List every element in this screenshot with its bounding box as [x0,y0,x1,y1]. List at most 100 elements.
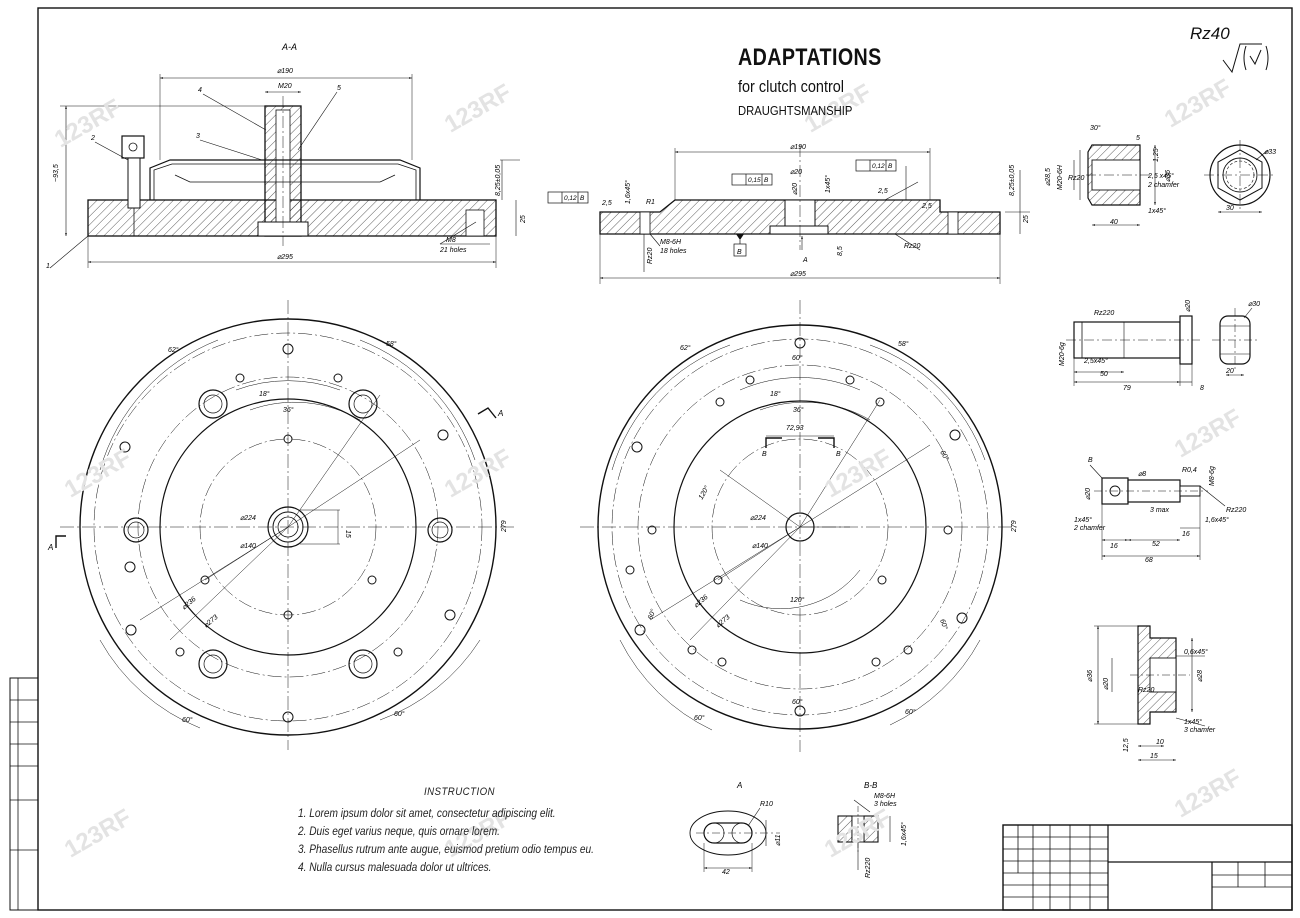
sheet-frame [9,7,1293,911]
pin-drawing [1089,464,1226,560]
tol-frame-2: 0,15 [748,177,761,184]
roughness-label: Rz40 [1190,24,1230,43]
cr-a60c: 60° [646,608,657,621]
dim-m20: M20 [278,83,292,90]
dim-h825: 8,25±0,05 [495,165,502,196]
dim-d20: ⌀20 [790,169,802,176]
cr-r279: 279 [1011,520,1018,533]
part-2: 2 [90,135,95,142]
bush-l15: 15 [1150,753,1158,760]
cl-a58: 58° [386,340,397,348]
cl-d140: ⌀140 [240,543,256,550]
cr-a60a: 60° [792,354,803,362]
tol-frame-1: 0,12 [564,195,577,202]
cl-a60b: 60° [394,710,405,718]
dim-s25b: 2,5 [877,188,888,195]
bush-drawing [1094,625,1206,761]
dim-m8: M8 [446,237,456,244]
pin-rz: Rz220 [1226,507,1246,514]
slot-view [689,807,780,872]
part-4: 4 [198,87,202,94]
bolt-l50: 50 [1100,371,1108,378]
bush-l125: 12,5 [1123,738,1130,752]
dim-rz20: Rz20 [647,248,654,264]
cr-a58: 58° [898,340,909,348]
tol-datum-3: B [888,163,893,170]
nut-a30: 30° [1090,124,1101,132]
bb-rz: Rz220 [865,858,872,878]
pin-ch: 1x45° [1074,516,1092,524]
bb-c16: 1,6x45° [900,822,908,846]
cr-d140: ⌀140 [752,543,768,550]
drawing-category: DRAUGHTSMANSHIP [738,104,853,118]
label-b-right: B [836,451,841,458]
nut-s33: ⌀33 [1264,149,1276,156]
dim-s25: 2,5 [601,200,612,207]
cr-a120b: 120° [790,596,805,604]
datum-b: B [737,249,742,256]
pin-c16: 1,6x45° [1205,516,1229,524]
dim-d295b: ⌀295 [790,271,806,278]
pin-r04: R0,4 [1182,467,1197,474]
label-bb: B-B [864,781,878,790]
bb-m86h: M8-6H [874,793,896,800]
nut-d36: ⌀36 [1165,170,1172,182]
bolt-rz: Rz220 [1094,310,1114,317]
dim-holes21: 21 holes [439,247,467,254]
drawing-subtitle: for clutch control [738,77,845,96]
instruction-line-4: 4. Nulla cursus malesuada dolor ut ultri… [298,862,492,874]
label-a-view: A [736,781,742,790]
cl-a62: 62° [168,346,179,354]
dim-h25b: 25 [1023,215,1030,224]
circle-view-left [55,300,516,750]
nut-ch2: 2 chamfer [1147,182,1180,189]
cr-d224: ⌀224 [750,515,766,522]
cr-a120: 120° [697,484,711,501]
bush-d20: ⌀20 [1103,678,1110,690]
slot-r10: R10 [760,801,773,808]
dim-m8-6h: M8-6H [660,239,682,246]
bolt-l8: 8 [1200,385,1204,392]
nut-w5: 5 [1136,135,1140,142]
instruction-line-2: 2. Duis eget varius neque, quis ornare l… [298,826,500,838]
nut-l40: 40 [1110,219,1118,226]
dim-r1: R1 [646,199,655,206]
part-3: 3 [196,133,200,140]
label-b-left: B [762,451,767,458]
dim-d190b: ⌀190 [790,144,806,151]
pin-ch2: 2 chamfer [1073,525,1106,532]
instruction-heading: INSTRUCTION [424,786,495,798]
label-a-left: A [47,543,53,552]
pin-r3: 3 max [1150,507,1170,514]
dim-h825b: 8,25±0,05 [1009,165,1016,196]
bolt-d20: ⌀20 [1185,300,1192,312]
nut-c1: 1x45° [1148,207,1166,215]
bb-holes3: 3 holes [874,801,897,808]
instruction-line-3: 3. Phasellus rutrum ante augue, euismod … [298,844,594,856]
cr-a60b: 60° [938,449,950,462]
bush-l10: 10 [1156,739,1164,746]
cr-a18: 18° [770,390,781,398]
pin-m86: M8-6g [1209,466,1216,486]
dim-holes18: 18 holes [660,248,687,255]
nut-rz: Rz20 [1068,175,1084,182]
section-bb [837,799,891,870]
circle-view-right [580,300,1020,752]
pin-d20: ⌀20 [1085,488,1092,500]
cl-a60a: 60° [182,716,193,724]
pin-l52: 52 [1152,541,1160,548]
dim-c16: 1,6x45° [624,180,632,204]
bolt-drawing [1066,307,1258,386]
cr-w7293: 72,93 [786,425,804,432]
drawing-title: ADAPTATIONS [738,44,882,71]
cl-w15: 15 [344,530,351,538]
bush-rz: Rz20 [1138,687,1154,694]
title-block [1002,824,1293,911]
pin-l16: 16 [1110,543,1118,550]
cl-d224: ⌀224 [240,515,256,522]
cr-a60e: 60° [792,698,803,706]
section-plate [547,145,1030,284]
tol-frame-3: 0,12 [872,163,885,170]
bush-ch3: 3 chamfer [1184,727,1216,734]
